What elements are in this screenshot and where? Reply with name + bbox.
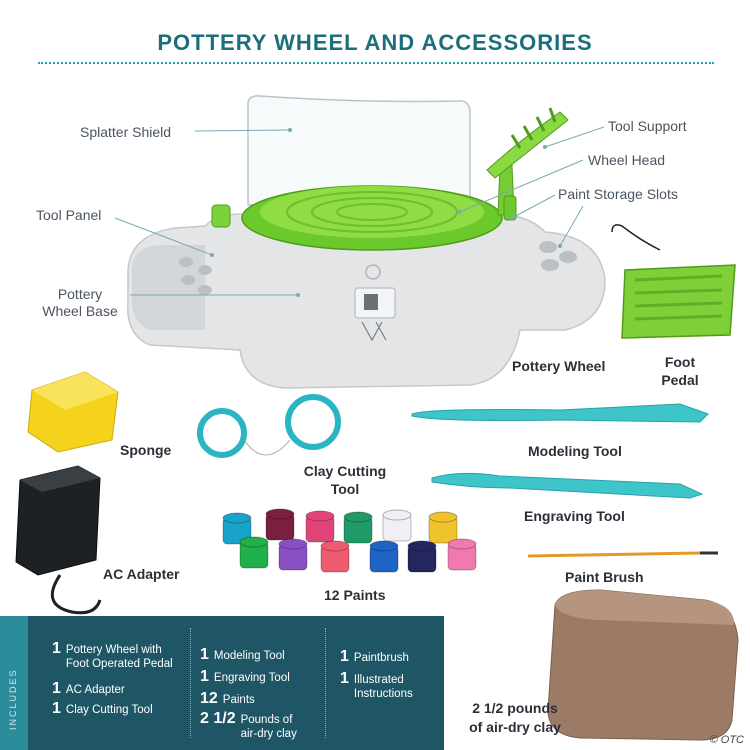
paint-jar (382, 509, 412, 542)
air-dry-clay-image (547, 589, 739, 741)
includes-item: 12 Paints (200, 690, 255, 708)
paint-jar (239, 536, 269, 569)
paint-jar (428, 511, 458, 544)
includes-item-quantity: 1 (340, 670, 349, 687)
paint-storage-slots-label: Paint Storage Slots (558, 186, 678, 202)
ac-adapter-image (15, 465, 102, 615)
includes-tab (0, 616, 28, 750)
paint-jar (320, 540, 350, 573)
title-divider (38, 62, 714, 64)
ac-adapter-label: AC Adapter (103, 566, 180, 582)
page-title: POTTERY WHEEL AND ACCESSORIES (157, 30, 593, 55)
includes-item-quantity: 1 (200, 668, 209, 685)
includes-divider (190, 628, 191, 738)
tool-support-label: Tool Support (608, 118, 687, 134)
modeling-tool-image (411, 403, 709, 423)
splatter-shield-shape (247, 95, 471, 206)
includes-item: 1 AC Adapter (52, 680, 125, 698)
paints-image (222, 508, 477, 573)
watermark: © OTC (709, 734, 744, 746)
includes-item: 1 Modeling Tool (200, 646, 285, 664)
paint-jar (343, 511, 373, 544)
includes-item-text: Paints (222, 694, 255, 706)
includes-item-text: Modeling Tool (213, 650, 285, 662)
engraving-tool-image (431, 472, 704, 499)
sponge-image (27, 371, 119, 453)
includes-item-text: AC Adapter (65, 684, 125, 696)
includes-item-quantity: 1 (52, 700, 61, 717)
air-dry-clay-label: 2 1/2 pounds of air-dry clay (469, 700, 561, 735)
tool-panel-tray (131, 245, 205, 330)
clay-cutting-tool-image (197, 394, 341, 458)
pottery-wheel-base-label: Pottery Wheel Base (42, 286, 118, 319)
paint-jar (369, 540, 399, 573)
includes-panel (0, 616, 444, 750)
includes-item-text: Pounds of air-dry clay (240, 714, 297, 740)
includes-item-text: Paintbrush (353, 652, 409, 664)
includes-item: 1 Engraving Tool (200, 668, 290, 686)
includes-item-quantity: 12 (200, 690, 218, 707)
paint-brush-image (527, 551, 718, 558)
tool-panel-label: Tool Panel (36, 207, 102, 223)
paint-jar (265, 508, 295, 541)
includes-item: 1 Clay Cutting Tool (52, 700, 153, 718)
wheel-head-label: Wheel Head (588, 152, 666, 168)
paint-brush-label: Paint Brush (565, 569, 644, 585)
includes-item-quantity: 1 (52, 680, 61, 697)
paint-jar (305, 510, 335, 543)
includes-divider (325, 628, 326, 738)
paint-jar (222, 512, 252, 545)
includes-item-quantity: 1 (52, 640, 61, 657)
foot-pedal-image (611, 224, 736, 339)
includes-item-quantity: 2 1/2 (200, 710, 236, 727)
tool-support-shape (486, 111, 569, 179)
engraving-tool-label: Engraving Tool (524, 508, 625, 524)
includes-item-quantity: 1 (340, 648, 349, 665)
clay-cutting-tool-label: Clay Cutting Tool (303, 463, 387, 497)
twelve-paints-label: 12 Paints (324, 587, 386, 603)
paint-jar (407, 540, 437, 573)
includes-item: 1 Paintbrush (340, 648, 409, 666)
pottery-wheel-label: Pottery Wheel (512, 358, 606, 374)
paint-jar (278, 538, 308, 571)
includes-item-text: Clay Cutting Tool (65, 704, 153, 716)
includes-item-text: Pottery Wheel with Foot Operated Pedal (65, 644, 173, 670)
callout-line (194, 129, 291, 132)
sponge-label: Sponge (120, 442, 172, 458)
includes-item-text: Engraving Tool (213, 672, 290, 684)
paint-jar (447, 538, 477, 571)
foot-pedal-label: Foot Pedal (661, 354, 699, 388)
pottery-wheel-image (126, 95, 606, 389)
includes-tab-label: INCLUDES (8, 668, 18, 730)
splatter-shield-label: Splatter Shield (80, 124, 172, 140)
includes-item-quantity: 1 (200, 646, 209, 663)
modeling-tool-label: Modeling Tool (528, 443, 622, 459)
includes-item-text: Illustrated Instructions (353, 674, 413, 700)
